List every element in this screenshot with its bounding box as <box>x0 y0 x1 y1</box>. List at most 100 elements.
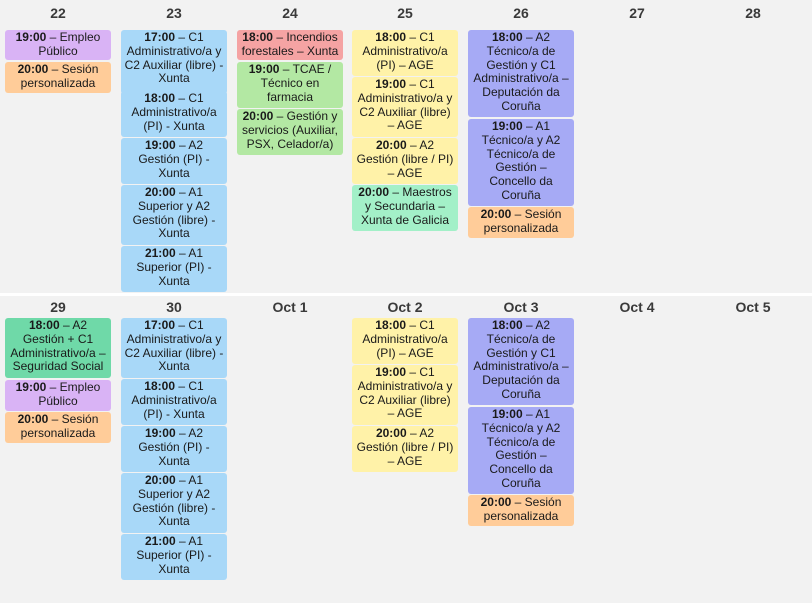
day-number: 30 <box>166 299 182 315</box>
event-title: A2 Gestión + C1 Administrativo/a – Segur… <box>10 318 106 374</box>
calendar-event[interactable]: 18:00 – A2 Técnico/a de Gestión y C1 Adm… <box>468 318 574 405</box>
event-title: Sesión personalizada <box>20 412 99 440</box>
event-title: A2 Gestión (PI) - Xunta <box>138 138 210 180</box>
event-time: 19:00 <box>15 380 47 394</box>
calendar-event[interactable]: 19:00 – TCAE / Técnico en farmacia <box>237 62 343 108</box>
calendar-event[interactable]: 18:00 – C1 Administrativo/a (PI) - Xunta <box>121 91 227 137</box>
day-number: 24 <box>282 5 298 21</box>
calendar-event[interactable]: 20:00 – Sesión personalizada <box>5 62 111 93</box>
calendar-event[interactable]: 20:00 – Sesión personalizada <box>5 412 111 443</box>
event-title: Sesión personalizada <box>20 62 99 90</box>
calendar-event[interactable]: 19:00 – C1 Administrativo/a y C2 Auxilia… <box>352 77 458 137</box>
day-number: 23 <box>166 5 182 21</box>
event-time: 18:00 <box>491 30 523 44</box>
calendar-event[interactable]: 20:00 – Maestros y Secundaria – Xunta de… <box>352 185 458 231</box>
event-title: A1 Superior y A2 Gestión (libre) - Xunta <box>132 185 216 241</box>
event-title: Sesión personalizada <box>483 207 562 235</box>
event-time: 19:00 <box>491 407 523 421</box>
event-time: 19:00 <box>375 77 406 91</box>
calendar-event[interactable]: 19:00 – A1 Técnico/a y A2 Técnico/a de G… <box>468 407 574 494</box>
event-title: C1 Administrativo/a (PI) - Xunta <box>131 379 217 421</box>
day-number: Oct 1 <box>272 299 308 315</box>
event-time: 21:00 <box>144 534 176 548</box>
event-title: Maestros y Secundaria – Xunta de Galicia <box>360 185 452 227</box>
event-title: C1 Administrativo/a (PI) - Xunta <box>131 91 217 133</box>
event-title: Empleo Público <box>38 30 101 58</box>
calendar-event[interactable]: 20:00 – A2 Gestión (libre / PI) – AGE <box>352 138 458 184</box>
day-number: Oct 5 <box>735 299 771 315</box>
event-title: A2 Gestión (libre / PI) – AGE <box>356 138 454 180</box>
event-time: 20:00 <box>358 185 389 199</box>
calendar-event[interactable]: 19:00 – A2 Gestión (PI) - Xunta <box>121 426 227 472</box>
event-time: 20:00 <box>375 426 407 440</box>
calendar-event[interactable]: 18:00 – A2 Gestión + C1 Administrativo/a… <box>5 318 111 378</box>
calendar-event[interactable]: 21:00 – A1 Superior (PI) - Xunta <box>121 534 227 580</box>
day-number: 22 <box>50 5 66 21</box>
calendar-event[interactable]: 20:00 – Sesión personalizada <box>468 207 574 238</box>
calendar-event[interactable]: 20:00 – Sesión personalizada <box>468 495 574 526</box>
event-title: C1 Administrativo/a y C2 Auxiliar (libre… <box>124 30 224 86</box>
event-title: C1 Administrativo/a y C2 Auxiliar (libre… <box>357 77 453 133</box>
event-time: 20:00 <box>242 109 274 123</box>
event-time: 19:00 <box>491 119 523 133</box>
calendar-event[interactable]: 18:00 – Incendios forestales – Xunta <box>237 30 343 60</box>
event-title: Empleo Público <box>38 380 101 408</box>
calendar-event[interactable]: 17:00 – C1 Administrativo/a y C2 Auxilia… <box>121 318 227 378</box>
event-time: 18:00 <box>144 379 175 393</box>
event-title: A1 Superior (PI) - Xunta <box>136 534 212 576</box>
day-number: 29 <box>50 299 66 315</box>
calendar-event[interactable]: 20:00 – A1 Superior y A2 Gestión (libre)… <box>121 185 227 245</box>
event-time: 18:00 <box>491 318 523 332</box>
event-title: Sesión personalizada <box>483 495 562 523</box>
event-time: 18:00 <box>144 91 175 105</box>
calendar-event[interactable]: 18:00 – C1 Administrativo/a (PI) – AGE <box>352 30 458 76</box>
event-time: 19:00 <box>375 365 406 379</box>
event-time: 21:00 <box>144 246 176 260</box>
event-time: 20:00 <box>480 495 512 509</box>
event-title: A1 Técnico/a y A2 Técnico/a de Gestión –… <box>481 407 561 490</box>
week-divider <box>0 293 812 296</box>
event-title: A1 Superior y A2 Gestión (libre) - Xunta <box>132 473 216 529</box>
event-time: 19:00 <box>248 62 280 76</box>
event-title: A2 Gestión (PI) - Xunta <box>138 426 210 468</box>
calendar-event[interactable]: 17:00 – C1 Administrativo/a y C2 Auxilia… <box>121 30 227 94</box>
event-time: 20:00 <box>144 473 176 487</box>
event-title: A2 Técnico/a de Gestión y C1 Administrat… <box>473 30 569 113</box>
event-time: 17:00 <box>144 30 175 44</box>
calendar-event[interactable]: 20:00 – A2 Gestión (libre / PI) – AGE <box>352 426 458 472</box>
calendar-event[interactable]: 18:00 – C1 Administrativo/a (PI) – AGE <box>352 318 458 364</box>
event-time: 18:00 <box>28 318 60 332</box>
day-number: Oct 2 <box>387 299 423 315</box>
event-title: C1 Administrativo/a y C2 Auxiliar (libre… <box>124 318 224 374</box>
day-number: 27 <box>629 5 645 21</box>
event-time: 18:00 <box>242 30 273 44</box>
calendar-event[interactable]: 19:00 – Empleo Público <box>5 30 111 60</box>
event-title: A2 Técnico/a de Gestión y C1 Administrat… <box>473 318 569 401</box>
calendar-event[interactable]: 19:00 – Empleo Público <box>5 380 111 411</box>
event-title: C1 Administrativo/a (PI) – AGE <box>362 30 448 72</box>
event-title: A2 Gestión (libre / PI) – AGE <box>356 426 454 468</box>
day-number: Oct 3 <box>503 299 539 315</box>
calendar-event[interactable]: 20:00 – A1 Superior y A2 Gestión (libre)… <box>121 473 227 533</box>
event-time: 17:00 <box>144 318 175 332</box>
event-time: 19:00 <box>144 138 176 152</box>
calendar-event[interactable]: 20:00 – Gestión y servicios (Auxiliar, P… <box>237 109 343 155</box>
event-title: A1 Superior (PI) - Xunta <box>136 246 212 288</box>
event-title: Gestión y servicios (Auxiliar, PSX, Cela… <box>241 109 339 151</box>
calendar-event[interactable]: 18:00 – A2 Técnico/a de Gestión y C1 Adm… <box>468 30 574 117</box>
calendar-event[interactable]: 19:00 – A1 Técnico/a y A2 Técnico/a de G… <box>468 119 574 206</box>
calendar-event[interactable]: 19:00 – A2 Gestión (PI) - Xunta <box>121 138 227 184</box>
calendar-event[interactable]: 19:00 – C1 Administrativo/a y C2 Auxilia… <box>352 365 458 425</box>
event-title: A1 Técnico/a y A2 Técnico/a de Gestión –… <box>481 119 561 202</box>
event-time: 19:00 <box>15 30 47 44</box>
calendar-event[interactable]: 21:00 – A1 Superior (PI) - Xunta <box>121 246 227 292</box>
calendar-event[interactable]: 18:00 – C1 Administrativo/a (PI) - Xunta <box>121 379 227 425</box>
event-title: TCAE / Técnico en farmacia <box>260 62 332 104</box>
event-title: C1 Administrativo/a (PI) – AGE <box>362 318 448 360</box>
event-time: 19:00 <box>144 426 176 440</box>
day-number: 26 <box>513 5 529 21</box>
event-time: 18:00 <box>375 318 406 332</box>
event-time: 18:00 <box>375 30 406 44</box>
day-number: 28 <box>745 5 761 21</box>
